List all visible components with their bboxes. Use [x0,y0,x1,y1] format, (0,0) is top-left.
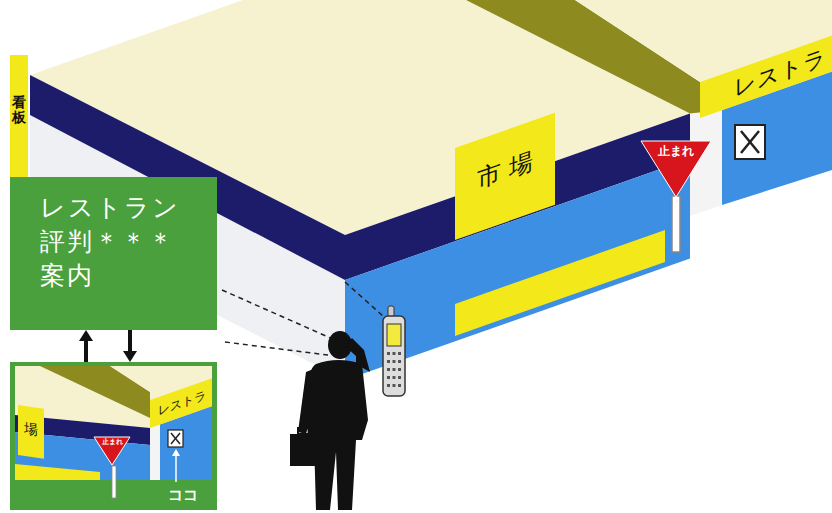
knife-symbol [741,131,759,153]
market-sign-small: 場 [18,405,44,459]
view-line [222,290,335,340]
here-leader [175,455,177,482]
inset-view [15,366,212,480]
phone-screen [387,324,401,346]
here-label: ココ [168,486,198,505]
inset-panel-ground [10,362,217,510]
stop-sign-pole [672,196,680,252]
restaurant-sign: レストラ [700,36,832,118]
stop-sign-small: 止まれ [93,436,131,466]
person-arm [298,368,318,434]
market-sign: 市 場 [455,113,555,240]
view-arrow [128,330,132,353]
restaurant-sign-small: レストラ [150,378,212,428]
info-panel-ground [10,177,217,330]
fork-symbol [741,131,759,153]
sign-text: 市 場 [477,145,533,197]
sign-text: 止まれ [102,437,123,447]
stop-sign-triangle [641,141,711,197]
stop-sign-triangle [94,437,130,465]
view-arrow [84,339,88,362]
signboard: 看板 [10,55,28,177]
camera-view-panel: ココ 場止まれ レストラ [10,362,217,510]
inset-corner-wall [150,425,160,481]
info-panel: レストラン 評判＊＊＊ 案内 [10,177,217,330]
person-arm [345,338,370,372]
briefcase [290,434,318,466]
inset-icon-mark [171,433,180,444]
inset-stop-pole [112,466,116,498]
inset-yellow-strip [15,464,100,480]
sign-text: 止まれ [658,143,694,160]
here-leader-head [172,449,180,456]
inset-icon-mark [171,433,180,444]
stop-sign: 止まれ [640,140,712,198]
phone-keypad [387,352,401,387]
sign-text: 場 [24,420,38,440]
market-yellow-strip [455,230,665,336]
sign-text: レストラ [158,386,206,420]
sign-text: 看板 [12,95,26,126]
briefcase-handle [298,428,310,434]
view-line [225,342,328,355]
inset-restaurant-icon [168,430,183,447]
view-line [345,282,383,316]
restaurant-icon [735,125,765,159]
arrow-head [79,330,93,341]
panel-text: レストラン 評判＊＊＊ 案内 [40,191,190,293]
sign-text: レストラ [734,42,826,104]
arrow-head [123,351,137,362]
phone-body [383,316,405,396]
